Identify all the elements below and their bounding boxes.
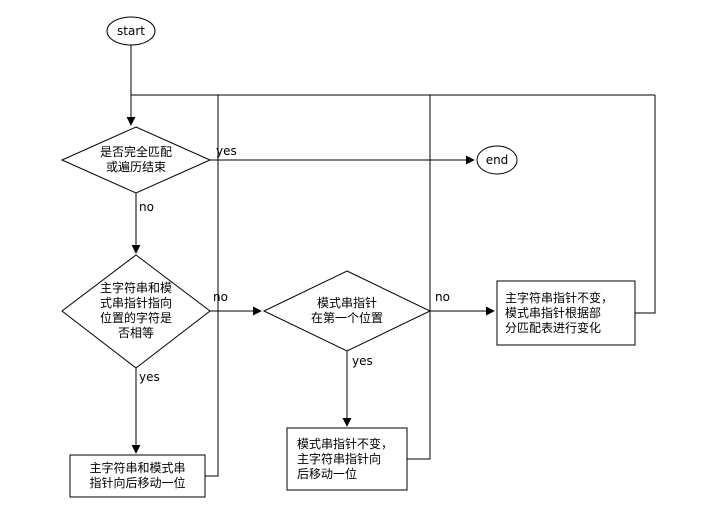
edge-label-full-match-no: no	[139, 200, 154, 214]
process-move-both-shape	[69, 454, 206, 498]
edge-label-full-match-yes: yes	[216, 144, 237, 158]
decision-pattern-first-shape	[262, 270, 432, 352]
edge-label-pattern-first-yes: yes	[352, 354, 373, 368]
decision-pattern-first-label: 模式串指针 在第一个位置	[310, 296, 383, 325]
decision-full-match-shape	[60, 126, 212, 194]
process-move-main-label: 模式串指针不变， 主字符串指针向 后移动一位	[297, 437, 394, 481]
loopback-from-process1	[205, 95, 219, 477]
process-move-both-label: 主字符串和模式串 指针向后移动一位	[89, 461, 186, 490]
process-partial-table-shape	[496, 280, 636, 346]
edge-label-chars-equal-no: no	[213, 290, 228, 304]
start-label: start	[117, 24, 145, 38]
decision-full-match-label: 是否完全匹配 或遍历结束	[99, 145, 172, 174]
process-move-main-shape	[286, 427, 408, 491]
decision-chars-equal-label: 主字符串和模 式串指针指向 位置的字符是 否相等	[99, 281, 172, 340]
end-label: end	[485, 153, 509, 167]
edge-label-pattern-first-no: no	[435, 290, 450, 304]
end-terminal-shape	[476, 145, 518, 175]
process-partial-table-label: 主字符串指针不变， 模式串指针根据部 分匹配表进行变化	[505, 291, 614, 335]
start-terminal-shape	[106, 16, 156, 46]
loopback-from-process3	[635, 95, 656, 314]
loopback-from-process2	[407, 95, 431, 460]
edge-label-chars-equal-yes: yes	[139, 370, 160, 384]
decision-chars-equal-shape	[61, 254, 211, 369]
